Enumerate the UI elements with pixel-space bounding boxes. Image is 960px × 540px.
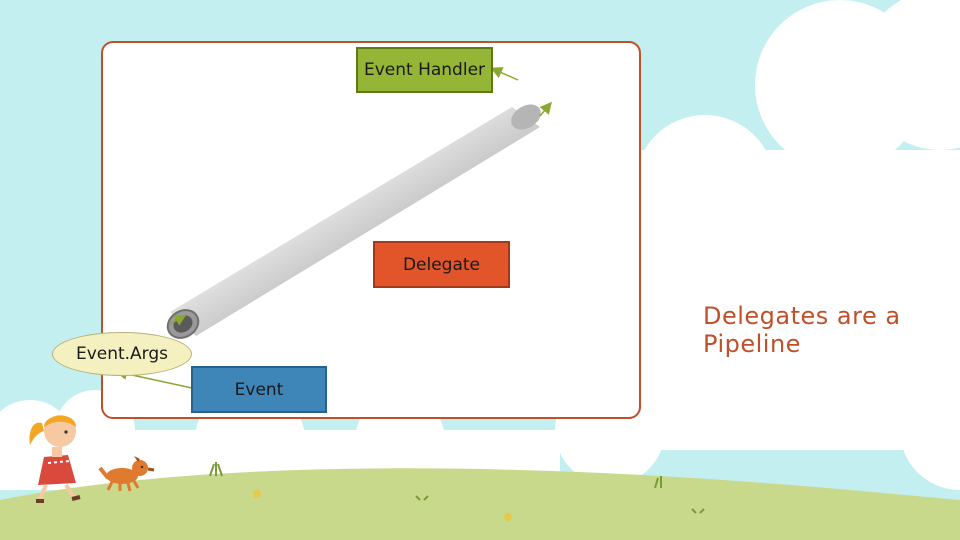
event-handler-node: Event Handler xyxy=(356,47,493,93)
delegate-label: Delegate xyxy=(403,255,480,275)
arrow-handler-pointer xyxy=(493,69,518,80)
event-args-node: Event.Args xyxy=(52,332,192,376)
event-args-label: Event.Args xyxy=(76,344,168,364)
delegate-node: Delegate xyxy=(373,241,510,288)
event-handler-label: Event Handler xyxy=(364,60,485,80)
slide-title: Delegates are a Pipeline xyxy=(703,302,933,358)
event-node: Event xyxy=(191,366,327,413)
arrow-pipe-out xyxy=(540,104,550,116)
arrow-pipe-to-eventargs xyxy=(170,316,184,324)
event-label: Event xyxy=(235,380,284,400)
